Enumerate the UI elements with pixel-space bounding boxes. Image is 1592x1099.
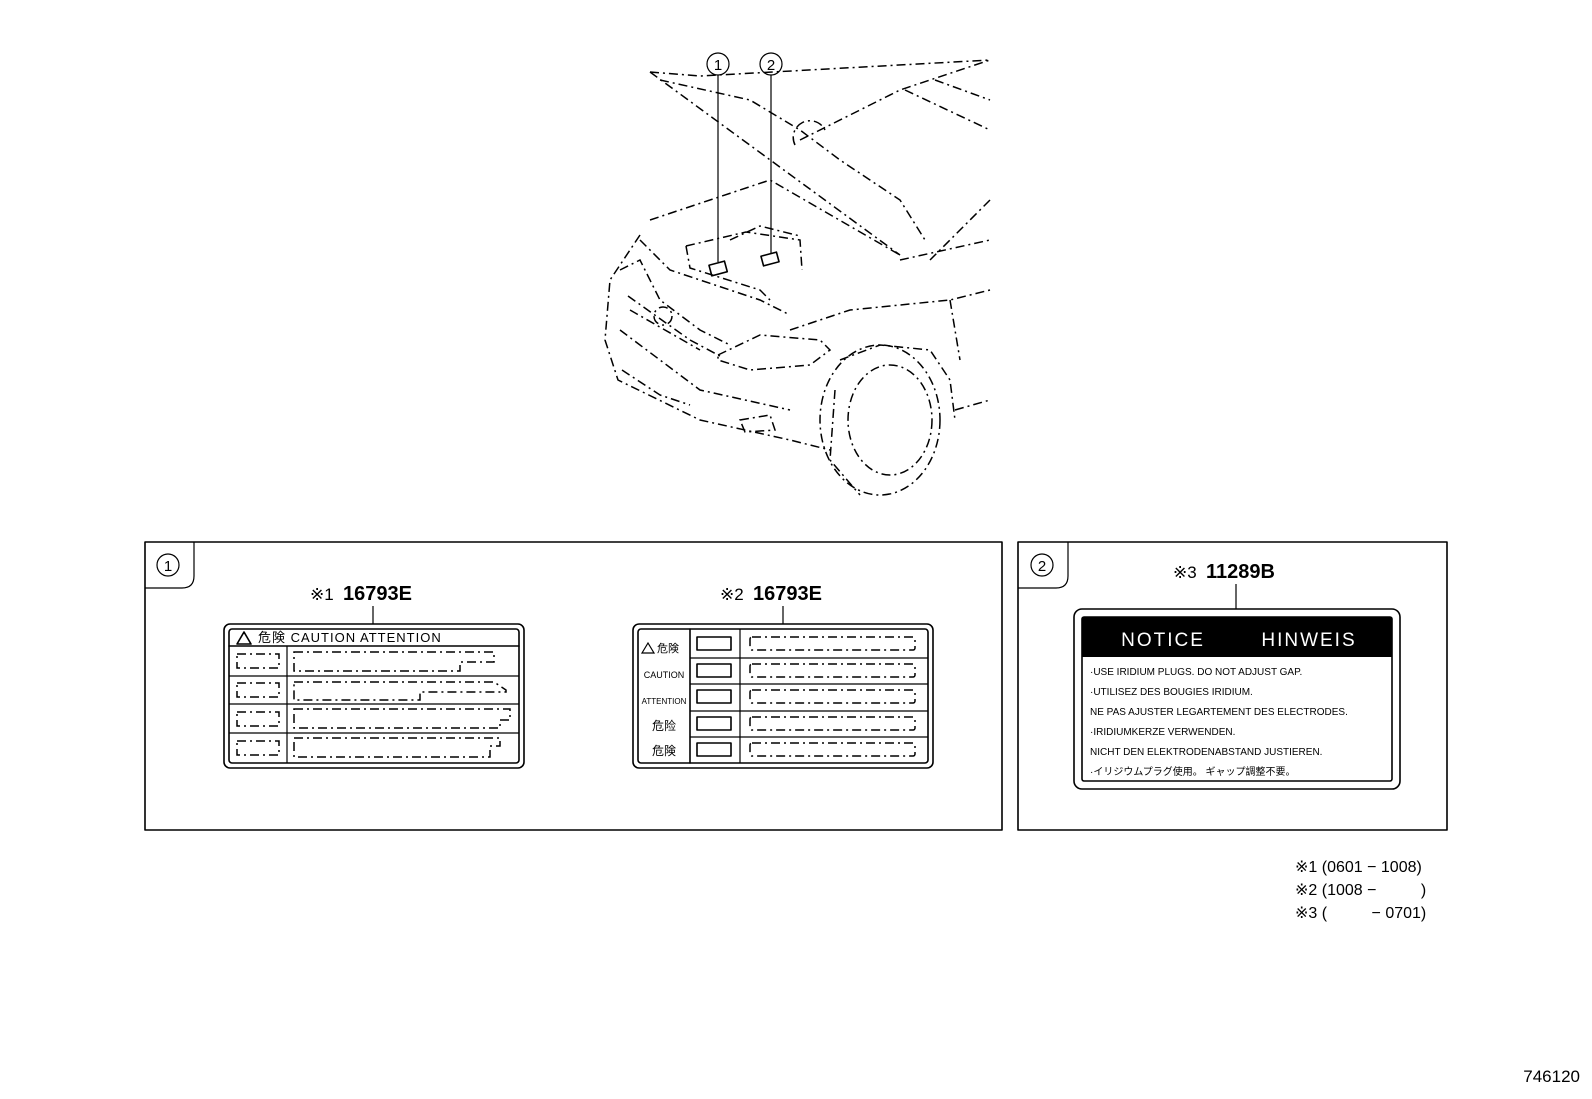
panel-1-marker-text: 1 <box>164 558 172 575</box>
caution-label-a: 危険 CAUTION ATTENTION <box>223 623 525 769</box>
label-b-row-2: CAUTION <box>644 670 685 680</box>
notice-line-6: ·イリジウムプラグ使用。 ギャップ調整不要。 <box>1090 765 1296 778</box>
notice-line-4: ·IRIDIUMKERZE VERWENDEN. <box>1090 727 1235 738</box>
callout-2-text: 2 <box>767 57 775 74</box>
panel-2-marker-text: 2 <box>1038 558 1046 575</box>
label-a-header: 危険 CAUTION ATTENTION <box>258 630 442 645</box>
label-a-part-number: 16793E <box>343 583 412 605</box>
notice-line-2: ·UTILISEZ DES BOUGIES IRIDIUM. <box>1090 687 1253 698</box>
label-a-asterisk: ※1 <box>310 585 334 604</box>
applicability-notes: ※1 (0601 − 1008) ※2 (1008 − ) ※3 ( − 070… <box>1295 859 1426 922</box>
label-b-row-1: 危険 <box>657 642 679 655</box>
panel-2: 2 ※3 11289B NOTICE HINWEIS ·USE IRIDIUM … <box>1017 541 1448 831</box>
notice-header-bar <box>1082 617 1392 657</box>
label-c-asterisk: ※3 <box>1173 563 1197 582</box>
label-b-part-number: 16793E <box>753 583 822 605</box>
notice-line-1: ·USE IRIDIUM PLUGS. DO NOT ADJUST GAP. <box>1090 667 1302 678</box>
panel-1: 1 ※1 16793E 危険 CAUTION ATTENTION ※2 <box>144 541 1003 831</box>
note-3: ※3 ( − 0701) <box>1295 905 1426 922</box>
label-b-row-4: 危险 <box>652 718 676 733</box>
note-2: ※2 (1008 − ) <box>1295 882 1426 899</box>
caution-label-b: 危険 CAUTION ATTENTION 危险 危険 <box>632 623 934 769</box>
callout-1-text: 1 <box>714 57 722 74</box>
label-c-part-number: 11289B <box>1206 561 1275 583</box>
notice-label: NOTICE HINWEIS ·USE IRIDIUM PLUGS. DO NO… <box>1073 608 1401 790</box>
label-b-row-5: 危険 <box>652 744 676 758</box>
callout-1 <box>706 52 730 76</box>
note-1: ※1 (0601 − 1008) <box>1295 859 1422 876</box>
panel-1-marker <box>156 553 180 577</box>
car-illustration: 1 2 <box>604 52 991 496</box>
notice-line-5: NICHT DEN ELEKTRODENABSTAND JUSTIEREN. <box>1090 747 1322 758</box>
notice-title: NOTICE <box>1121 630 1205 651</box>
figure-number: 746120 <box>1523 1067 1580 1086</box>
label-b-row-3: ATTENTION <box>642 697 687 706</box>
notice-line-3: NE PAS AJUSTER LEGARTEMENT DES ELECTRODE… <box>1090 707 1348 718</box>
callout-2 <box>759 52 783 76</box>
label-b-asterisk: ※2 <box>720 585 744 604</box>
panel-2-marker <box>1030 553 1054 577</box>
hinweis-title: HINWEIS <box>1261 630 1356 651</box>
